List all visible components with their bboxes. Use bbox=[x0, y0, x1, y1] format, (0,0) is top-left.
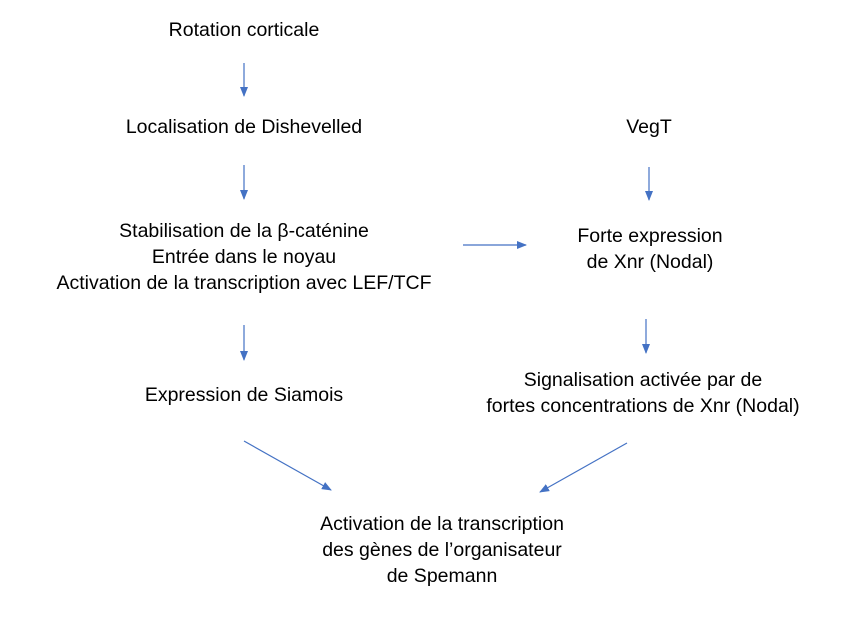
node-text-line: Signalisation activée par de bbox=[523, 369, 763, 391]
node-siamois: Expression de Siamois bbox=[114, 382, 374, 408]
node-nodal-signaling: Signalisation activée par de fortes conc… bbox=[454, 367, 832, 419]
node-text-line: Entrée dans le noyau bbox=[151, 246, 337, 268]
node-localisation-dishevelled: Localisation de Dishevelled bbox=[94, 114, 394, 140]
arrow-nodal-signaling-to-organizer bbox=[539, 442, 628, 493]
node-spemann-organizer: Activation de la transcription des gènes… bbox=[280, 511, 604, 589]
node-text-line: Stabilisation de la β-caténine bbox=[119, 220, 369, 242]
node-beta-catenin: Stabilisation de la β-caténine Entrée da… bbox=[24, 218, 464, 296]
node-text-line: Activation de la transcription avec LEF/… bbox=[56, 272, 432, 294]
node-text-line: Activation de la transcription bbox=[320, 513, 564, 535]
node-text-line: Rotation corticale bbox=[168, 19, 320, 41]
node-text-line: de Xnr (Nodal) bbox=[586, 251, 714, 273]
node-vegt: VegT bbox=[599, 114, 699, 140]
node-xnr-expression: Forte expression de Xnr (Nodal) bbox=[545, 223, 755, 275]
node-text-line: Localisation de Dishevelled bbox=[125, 116, 363, 138]
node-text-line: VegT bbox=[626, 116, 672, 138]
node-text-line: Forte expression bbox=[577, 225, 723, 247]
arrow-siamois-to-organizer bbox=[243, 440, 332, 491]
node-text-line: des gènes de l’organisateur bbox=[322, 539, 562, 561]
node-text-line: fortes concentrations de Xnr (Nodal) bbox=[486, 395, 800, 417]
node-text-line: de Spemann bbox=[386, 565, 498, 587]
node-rotation-corticale: Rotation corticale bbox=[134, 17, 354, 43]
node-text-line: Expression de Siamois bbox=[144, 384, 344, 406]
